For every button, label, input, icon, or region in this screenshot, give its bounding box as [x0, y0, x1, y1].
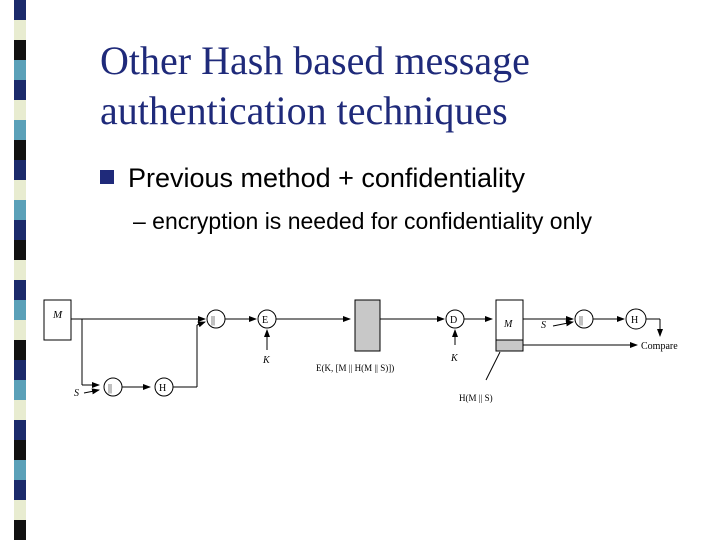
sub-bullet-text: – encryption is needed for confidentiali… [133, 208, 593, 234]
bullet-item: Previous method + confidentiality [100, 163, 525, 194]
concat-node-bottom [103, 377, 123, 397]
compare-label: Compare [641, 341, 678, 352]
message-box-sender [43, 299, 72, 341]
hash-value-label: H(M || S) [459, 393, 493, 403]
concat-label-top: || [211, 315, 215, 326]
concat-label-right: || [579, 315, 583, 326]
decrypt-label: D [450, 315, 457, 326]
concat-node-top [206, 309, 226, 329]
ciphertext-block [354, 299, 381, 352]
concat-label-bottom: || [108, 383, 112, 394]
received-hash-segment [495, 339, 524, 352]
ciphertext-label: E(K, [M || H(M || S)]) [316, 363, 394, 373]
secret-label-right: S [541, 320, 546, 331]
secret-label-left: S [74, 388, 79, 399]
encrypt-label: E [262, 315, 268, 326]
key-label-left: K [262, 355, 271, 366]
hash-label-left: H [159, 383, 166, 394]
bullet-text: Previous method + confidentiality [128, 163, 525, 193]
hash-label-right: H [631, 315, 638, 326]
message-label-sender: M [52, 309, 63, 321]
concat-node-right [574, 309, 594, 329]
key-label-right: K [450, 353, 459, 364]
message-label-receiver: M [503, 319, 513, 330]
square-bullet-icon [100, 170, 114, 184]
decorative-side-stripe [14, 0, 26, 540]
slide-title: Other Hash based message authentication … [100, 38, 530, 133]
